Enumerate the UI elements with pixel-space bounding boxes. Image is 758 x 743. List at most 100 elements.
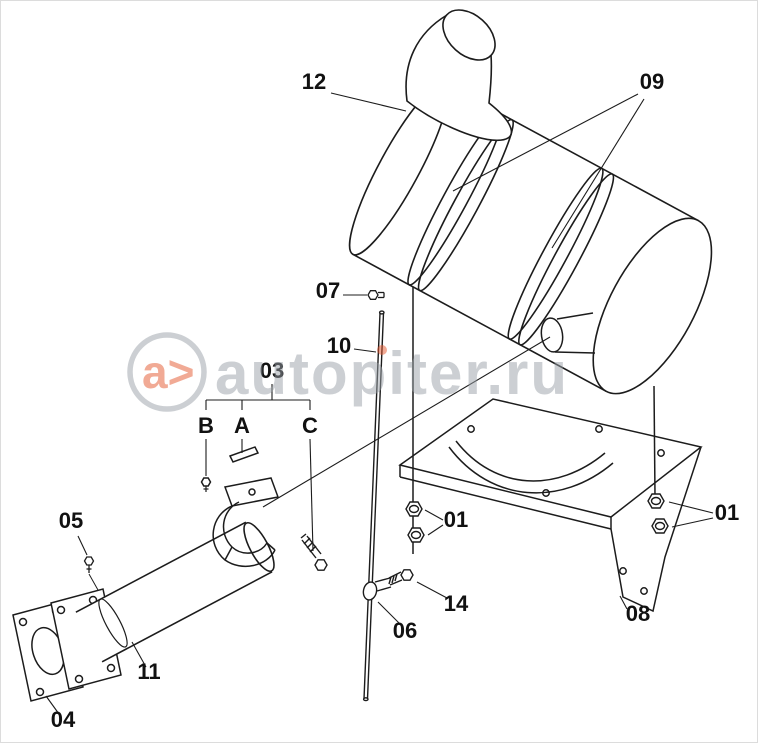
- leader-08: [619, 595, 628, 610]
- leader-04: [45, 695, 60, 715]
- bolt-05: [83, 556, 99, 591]
- leader-09: [452, 93, 639, 192]
- pipe-body-fill: [75, 522, 273, 662]
- leader-14: [416, 581, 448, 599]
- clamp-strap-end: [266, 542, 276, 551]
- clamp-band-2-edge: [518, 173, 615, 346]
- bolt-C: [300, 533, 328, 571]
- callout-05: 05: [59, 508, 83, 533]
- nuts: [405, 493, 669, 543]
- clamp-06-ring: [362, 581, 378, 601]
- nut-01-hole: [650, 496, 662, 506]
- bolt-hole: [595, 425, 603, 433]
- nut-01-hole: [654, 521, 666, 531]
- callout-03: 03: [260, 358, 284, 383]
- outlet-stub: [540, 312, 596, 354]
- leader-lines: [45, 92, 714, 715]
- bracket-front-flange: [399, 476, 612, 530]
- elbow-open-end: [442, 9, 496, 61]
- nut-01-hole: [410, 530, 422, 540]
- bolt-C-thread: [306, 541, 314, 549]
- bolt-05-head: [83, 556, 95, 566]
- callout-labels: 12 09 07 10 03 B A C 05 01 01 11 04 06 1…: [51, 69, 739, 732]
- bolt-hole: [619, 567, 627, 575]
- muffler-right-end: [592, 217, 713, 395]
- bolt-07-head: [367, 290, 379, 300]
- leader-01-right: [668, 501, 714, 514]
- pipe-bottom-edge: [101, 571, 273, 663]
- bracket-side-skirt: [610, 446, 702, 613]
- watermark-i-dot: [377, 345, 387, 355]
- bolt-07: [367, 290, 385, 300]
- bolt-hole: [542, 489, 550, 497]
- bolt-14-thread: [388, 576, 392, 585]
- bracket-saddle-inner-curve: [455, 440, 606, 482]
- bolt-hole: [657, 449, 665, 457]
- muffler-bottom-edge: [352, 253, 607, 393]
- leader-11: [131, 641, 147, 668]
- callout-07: 07: [316, 278, 340, 303]
- bolt-C-head: [314, 559, 328, 571]
- drain-pipe-edge: [366, 312, 385, 700]
- callout-11: 11: [137, 659, 160, 684]
- leader-06: [377, 601, 401, 625]
- leader-12: [330, 92, 407, 112]
- flange-bolt-hole: [74, 674, 84, 684]
- bolt-05-attach-line: [88, 573, 99, 591]
- bolt-14-thread: [394, 573, 398, 582]
- clamp-strap-end: [224, 546, 233, 561]
- callout-letter-A: A: [234, 413, 250, 438]
- pipe-top-edge: [75, 521, 247, 613]
- watermark-logo-text: a>: [142, 346, 194, 398]
- callout-04: 04: [51, 707, 76, 732]
- clamp-ear-plate: [223, 477, 280, 507]
- bolt-14: [388, 569, 414, 586]
- nut-01: [407, 527, 425, 543]
- spacer-bar-A: [228, 446, 260, 463]
- leader-01-left: [427, 524, 444, 536]
- bolt-14-head: [400, 569, 414, 581]
- nut-01: [405, 501, 423, 517]
- leader-01-right: [671, 517, 714, 528]
- callout-letter-B: B: [198, 413, 214, 438]
- callout-09: 09: [640, 69, 664, 94]
- clamp-03: [200, 446, 280, 568]
- clamp-06-ear: [374, 577, 391, 583]
- watermark: a> autopiter.ru: [127, 332, 567, 412]
- bracket-saddle-curve: [448, 446, 614, 494]
- bolt-14-shaft: [389, 579, 403, 586]
- callout-01-left: 01: [444, 507, 468, 532]
- gasket-bolt-hole: [18, 617, 28, 627]
- bolt-C-tip: [300, 533, 307, 539]
- callout-08: 08: [626, 601, 650, 626]
- pipe-clamp-06: [362, 577, 392, 601]
- callout-letter-C: C: [302, 413, 318, 438]
- drain-pipe-edge: [363, 312, 381, 700]
- nut-01: [647, 493, 665, 509]
- bolt-C-thread: [303, 537, 311, 545]
- stub-bottom-edge: [554, 351, 596, 354]
- bolt-14-thread: [391, 575, 395, 584]
- callout-12: 12: [302, 69, 326, 94]
- flange-bolt-hole: [106, 663, 116, 673]
- stub-open-end: [540, 317, 564, 353]
- watermark-logo-ring: [127, 332, 207, 412]
- leader-01-left: [424, 509, 444, 521]
- exhaust-elbow: [405, 9, 513, 142]
- callout-06: 06: [393, 618, 417, 643]
- stub-top-edge: [556, 312, 594, 320]
- drain-pipe-bottom-cap: [362, 697, 369, 702]
- bolt-hole: [467, 425, 475, 433]
- callout-01-right: 01: [715, 500, 739, 525]
- nut-01: [651, 518, 669, 534]
- exhaust-pipe-11: [75, 521, 275, 663]
- nut-01-hole: [408, 504, 420, 514]
- drain-pipe-top-cap: [378, 310, 385, 315]
- leader-C: [309, 438, 314, 552]
- hanger-rod-right: [653, 385, 656, 498]
- leader-05: [77, 535, 88, 556]
- drain-pipe-10: [362, 310, 385, 702]
- bolt-hole: [640, 587, 648, 595]
